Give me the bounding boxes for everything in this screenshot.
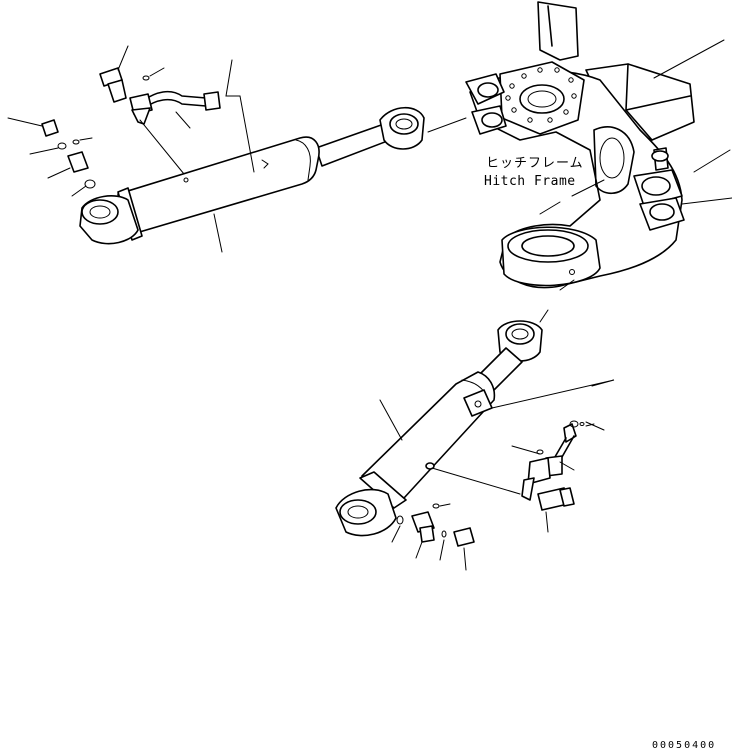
drawing-code: 00050400 — [652, 740, 716, 751]
upper-bolt — [99, 45, 129, 103]
hitch-frame-label-en: Hitch Frame — [484, 174, 576, 189]
upper-hose-assembly — [129, 90, 221, 175]
lower-bolt — [537, 487, 575, 533]
left-fittings — [7, 117, 96, 197]
hitch-frame-label: ヒッチフレーム Hitch Frame — [484, 156, 605, 215]
hitch-frame — [465, 1, 732, 289]
flange-bolt-holes — [505, 67, 577, 123]
lower-fittings — [391, 503, 475, 571]
upper-steering-cylinder — [79, 59, 467, 253]
hitch-frame-label-jp: ヒッチフレーム — [486, 156, 584, 171]
upper-o-ring — [142, 67, 165, 81]
lower-hose-assembly — [511, 420, 605, 501]
lower-steering-cylinder — [335, 279, 615, 537]
